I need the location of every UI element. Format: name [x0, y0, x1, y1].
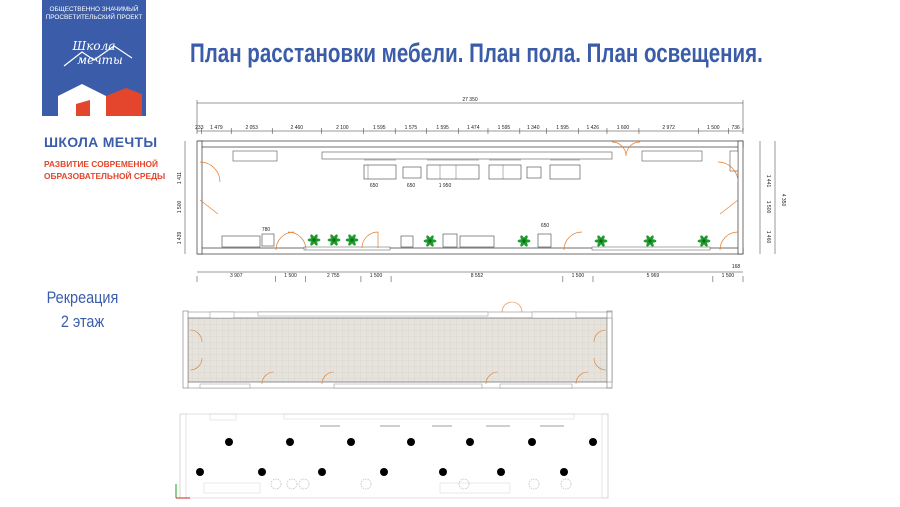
top-dimension-4: 2 460 — [291, 125, 304, 131]
plant-outline-icon — [458, 478, 470, 490]
light-fixture-icon — [439, 468, 447, 476]
top-dimension-8: 1 595 — [436, 125, 449, 131]
light-fixture-icon — [225, 438, 233, 446]
top-dimension-1: 233 — [195, 125, 204, 131]
light-fixture-icon — [380, 468, 388, 476]
furniture-plan: 27 350 233 1 479 2 053 2 460 2 100 1 595 1 575… — [177, 97, 786, 282]
light-fixture-icon — [196, 468, 204, 476]
room-name: Рекреация — [46, 288, 119, 307]
left-dimension-3: 1 439 — [177, 232, 183, 245]
plant-icon — [517, 235, 531, 247]
bottom-dimension-8: 1 500 — [722, 273, 735, 279]
furniture-dim-5: 780 — [262, 227, 271, 233]
top-dimension-chain: 233 1 479 2 053 2 460 2 100 1 595 1 575 1 595 1 … — [195, 125, 744, 134]
floor-number: 2 этаж — [60, 312, 105, 331]
left-dimension-2: 1 500 — [177, 201, 183, 214]
top-dimension-13: 1 426 — [586, 125, 599, 131]
logo-top-line-2: ПРОСВЕТИТЕЛЬСКИЙ ПРОЕКТ — [45, 14, 143, 21]
plant-outline-icon — [528, 478, 540, 490]
furniture-dim-1: 650 — [370, 183, 379, 189]
ghost-plant-group — [270, 478, 572, 490]
bottom-extra-dimension: 168 — [732, 264, 741, 270]
top-dimension-11: 1 340 — [527, 125, 540, 131]
right-overall-dimension: 4 350 — [780, 194, 786, 207]
bottom-dimension-chain: 3 907 1 500 2 755 1 500 8 552 1 500 5 969 1 500 — [196, 273, 744, 282]
light-fixture-icon — [258, 468, 266, 476]
plant-group — [307, 234, 711, 247]
top-dimension-10: 1 595 — [498, 125, 511, 131]
top-dimension-17: 736 — [731, 125, 740, 131]
plant-icon — [307, 234, 321, 246]
bottom-dimension-3: 2 755 — [327, 273, 340, 279]
top-dimension-14: 1 600 — [617, 125, 630, 131]
bottom-dimension-6: 1 500 — [572, 273, 585, 279]
light-fixture-icon — [497, 468, 505, 476]
top-dimension-2: 1 479 — [210, 125, 223, 131]
light-fixture-icon — [286, 438, 294, 446]
logo-subtitle-1: РАЗВИТИЕ СОВРЕМЕННОЙ — [44, 159, 159, 169]
bottom-dimension-2: 1 500 — [284, 273, 297, 279]
logo-top-line-1: ОБЩЕСТВЕННО ЗНАЧИМЫЙ — [49, 6, 139, 13]
plant-outline-icon — [270, 478, 282, 490]
plant-outline-icon — [560, 478, 572, 490]
light-fixture-icon — [407, 438, 415, 446]
plant-icon — [345, 234, 359, 246]
right-dimension-1: 1 441 — [765, 175, 771, 188]
left-dimension-1: 1 411 — [177, 172, 183, 184]
furniture-group-bottom — [221, 233, 711, 251]
light-fixture-icon — [528, 438, 536, 446]
floor-plan — [182, 301, 613, 389]
right-dimension-2: 1 500 — [765, 201, 771, 214]
light-fixture-icon — [466, 438, 474, 446]
furniture-dim-3: 1 950 — [439, 183, 452, 189]
light-fixture-icon — [560, 468, 568, 476]
top-dimension-6: 1 595 — [373, 125, 386, 131]
lighting-plan — [175, 413, 609, 499]
page-title: План расстановки мебели. План пола. План… — [190, 38, 763, 68]
furniture-dim-4: 650 — [541, 223, 550, 229]
plant-icon — [594, 235, 608, 247]
logo-script-1: Школа — [72, 39, 116, 53]
plant-icon — [697, 235, 711, 247]
top-dimension-7: 1 575 — [405, 125, 418, 131]
logo-school-building — [58, 45, 142, 116]
right-dimension-3: 1 460 — [765, 231, 771, 244]
top-dimension-16: 1 500 — [707, 125, 720, 131]
top-dimension-3: 2 053 — [245, 125, 258, 131]
bottom-dimension-7: 5 969 — [647, 273, 660, 279]
plant-outline-icon — [298, 478, 310, 490]
plant-icon — [327, 234, 341, 246]
bottom-dimension-4: 1 500 — [370, 273, 383, 279]
furniture-group-top — [363, 159, 581, 180]
plant-outline-icon — [286, 478, 298, 490]
light-fixtures — [196, 438, 597, 476]
project-logo: ОБЩЕСТВЕННО ЗНАЧИМЫЙ ПРОСВЕТИТЕЛЬСКИЙ ПР… — [42, 0, 146, 116]
light-fixture-icon — [318, 468, 326, 476]
light-fixture-icon — [347, 438, 355, 446]
overall-dimension: 27 350 — [462, 97, 478, 103]
furniture-dim-2: 650 — [407, 183, 416, 189]
room-label: Рекреация 2 этаж — [38, 286, 127, 334]
light-fixture-icon — [589, 438, 597, 446]
logo-subtitle-2: ОБРАЗОВАТЕЛЬНОЙ СРЕДЫ — [44, 171, 166, 181]
top-dimension-15: 2 972 — [662, 125, 675, 131]
logo-name: ШКОЛА МЕЧТЫ — [44, 134, 158, 150]
plant-icon — [643, 235, 657, 247]
top-dimension-9: 1 474 — [467, 125, 480, 131]
bottom-dimension-5: 8 552 — [471, 273, 484, 279]
top-dimension-12: 1 595 — [556, 125, 569, 131]
bottom-dimension-1: 3 907 — [230, 273, 243, 279]
top-dimension-5: 2 100 — [336, 125, 349, 131]
plant-icon — [423, 235, 437, 247]
plant-outline-icon — [360, 478, 372, 490]
